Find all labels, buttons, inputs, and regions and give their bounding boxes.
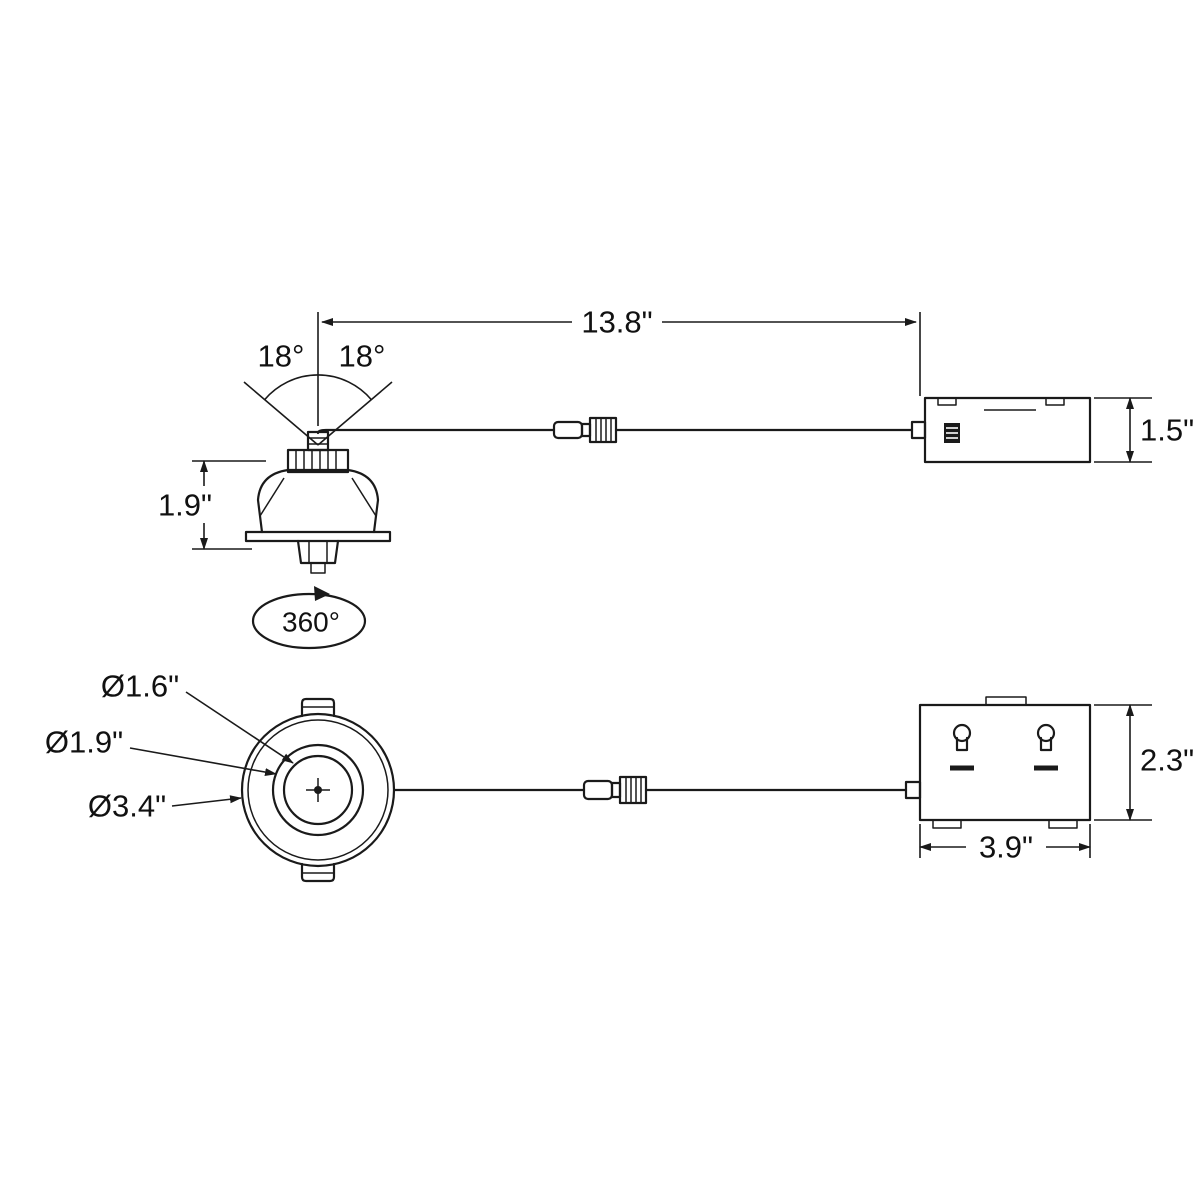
cable-gland xyxy=(910,420,927,440)
junction-box-side-view xyxy=(910,396,1092,464)
box-tab xyxy=(1045,397,1065,406)
tilt-angle-indicator: 18° 18° xyxy=(243,339,393,446)
box-foot xyxy=(1048,819,1078,829)
box-tab xyxy=(937,397,957,406)
gimbal-bracket-right xyxy=(351,477,377,517)
connector-plug xyxy=(618,775,648,805)
cable-gland xyxy=(904,780,922,800)
aperture-circle xyxy=(271,743,365,837)
downlight-side-view xyxy=(244,430,392,574)
leader-line xyxy=(185,691,294,764)
lens-circle xyxy=(282,754,354,826)
dia-lens-label: Ø1.6" xyxy=(101,669,179,704)
mounting-tab-top xyxy=(300,697,336,718)
connector-socket xyxy=(582,779,614,801)
junction-box-body xyxy=(918,703,1092,822)
rotation-ellipse xyxy=(251,592,367,650)
downlight-front-view xyxy=(240,697,396,883)
dim-box-width-label: 3.9" xyxy=(979,830,1033,865)
dim-box-height-side: 1.5" xyxy=(1094,397,1194,463)
diameter-callouts: Ø1.6" Ø1.9" Ø3.4" xyxy=(45,669,294,824)
dim-box-height-side-label: 1.5" xyxy=(1140,413,1194,448)
dim-fixture-height: 1.9" xyxy=(158,460,266,550)
gimbal-bracket-left xyxy=(259,477,285,517)
spring-clip-housing xyxy=(296,539,340,565)
tilt-line-left xyxy=(243,381,319,446)
keyhole-slot xyxy=(952,723,972,743)
dim-box-height-rear-label: 2.3" xyxy=(1140,743,1194,778)
rotation-label: 360° xyxy=(282,607,340,638)
cable-front-view xyxy=(392,775,908,805)
dim-fixture-height-label: 1.9" xyxy=(158,488,212,523)
connector-socket xyxy=(552,420,584,440)
tilt-arc xyxy=(264,374,372,401)
trim-flange xyxy=(244,530,392,543)
leader-line xyxy=(129,747,277,777)
leader-line xyxy=(171,795,242,807)
heatsink xyxy=(286,448,350,474)
trim-inner-circle xyxy=(247,719,389,861)
clip-tab xyxy=(310,562,326,574)
cable-side-view xyxy=(316,416,914,444)
dim-box-width: 3.9" xyxy=(919,824,1091,865)
dim-overall-length-label: 13.8" xyxy=(581,305,652,340)
pivot-stem xyxy=(306,430,330,452)
box-foot xyxy=(932,819,962,829)
box-tab xyxy=(985,696,1027,706)
dim-overall-length: 13.8" xyxy=(317,305,921,426)
connector-plug xyxy=(588,416,618,444)
rotation-arrow-icon xyxy=(314,586,330,601)
dim-box-height-rear: 2.3" xyxy=(1094,704,1194,821)
mounting-tab-bottom xyxy=(300,862,336,883)
connector-neck xyxy=(580,422,592,438)
junction-box-rear-view xyxy=(904,696,1092,829)
dim-tilt-left-label: 18° xyxy=(258,339,305,374)
dia-aperture-label: Ø1.9" xyxy=(45,725,123,760)
keyhole-slot xyxy=(1036,723,1056,743)
gimbal-body xyxy=(256,468,380,534)
cable xyxy=(316,428,556,435)
dia-trim-label: Ø3.4" xyxy=(88,789,166,824)
keyhole-stem xyxy=(955,736,969,752)
rotation-indicator: 360° xyxy=(251,586,367,650)
keyhole-stem xyxy=(1039,736,1053,752)
connector-neck xyxy=(610,781,622,799)
dim-tilt-right-label: 18° xyxy=(339,339,386,374)
tilt-line-right xyxy=(317,381,393,446)
